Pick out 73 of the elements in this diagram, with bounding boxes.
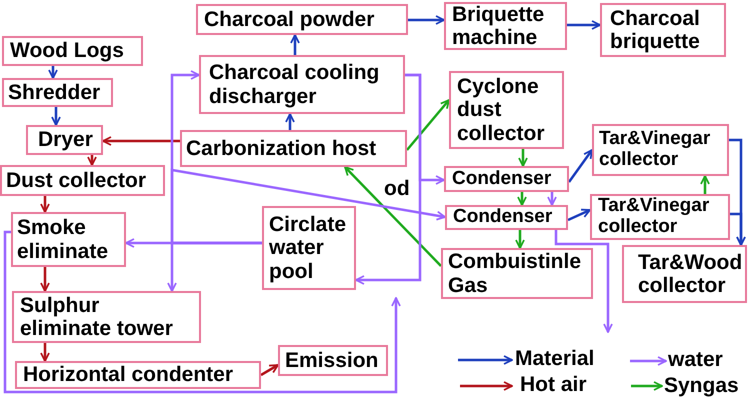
box-label: Briquette machine <box>452 2 546 50</box>
box-label: Dust collector <box>6 168 146 192</box>
process-box <box>2 78 113 107</box>
flow-arrow <box>51 107 61 126</box>
flow-arrow <box>48 66 58 79</box>
legend-label: Syngas <box>664 374 739 398</box>
box-label: Charcoal briquette <box>610 6 701 54</box>
box-label: Tar&Vinegar collector <box>598 196 710 238</box>
legend-label: Material <box>515 347 594 370</box>
flow-arrow <box>515 230 525 249</box>
process-box <box>445 205 568 230</box>
flow-arrow <box>408 15 445 25</box>
flow-arrow <box>40 267 50 292</box>
box-label: Wood Logs <box>10 39 124 63</box>
box-label: Carbonization host <box>186 136 376 160</box>
process-box <box>444 2 567 50</box>
process-box <box>449 71 564 149</box>
flow-arrow <box>568 149 594 183</box>
box-label: Condenser <box>453 207 552 228</box>
flow-arrow <box>344 166 442 267</box>
process-box <box>12 291 201 343</box>
process-box <box>15 361 261 389</box>
flow-arrow <box>518 149 528 167</box>
box-label: Sulphur eliminate tower <box>20 294 174 340</box>
box-label: Circlate water pool <box>269 213 348 283</box>
box-label: Shredder <box>8 80 100 104</box>
flow-arrow <box>4 230 401 394</box>
flow-arrow <box>554 230 613 333</box>
process-box <box>11 212 126 267</box>
flow-arrow <box>567 208 591 222</box>
flow-arrow <box>290 34 300 55</box>
process-box <box>622 245 747 303</box>
flow-arrow <box>517 192 527 206</box>
box-label: Cyclone dust collector <box>457 75 546 145</box>
process-box <box>199 55 405 114</box>
box-label: Horizontal condenter <box>23 363 234 387</box>
box-label: Tar&Wood collector <box>638 250 742 298</box>
box-label: Smoke eliminate <box>17 216 110 263</box>
box-label: Charcoal cooling discharger <box>209 61 380 108</box>
flow-arrow <box>102 136 180 146</box>
box-label: Condenser <box>452 168 552 190</box>
flow-arrow <box>87 155 97 166</box>
legend-label: Hot air <box>520 373 587 396</box>
flow-arrow <box>547 192 557 206</box>
flow-arrow <box>700 175 710 194</box>
process-box <box>26 125 103 155</box>
legend-label: water <box>668 348 723 372</box>
box-label: Charcoal powder <box>204 8 374 32</box>
box-label: Emission <box>285 348 378 372</box>
flow-arrow <box>406 99 450 151</box>
flow-arrow <box>170 168 446 244</box>
process-box <box>196 4 408 35</box>
process-box <box>278 345 388 376</box>
process-box <box>592 124 729 176</box>
flow-arrow <box>405 74 445 185</box>
flow-arrow <box>40 196 50 213</box>
flow-arrow <box>567 20 601 30</box>
process-box <box>0 165 165 196</box>
process-box <box>444 166 569 192</box>
process-box <box>180 130 407 167</box>
process-box <box>441 248 593 299</box>
flow-arrow <box>730 212 746 246</box>
box-label: Dryer <box>38 128 93 152</box>
process-box <box>262 206 356 290</box>
flow-arrow <box>260 364 279 376</box>
process-box <box>590 194 730 240</box>
flow-arrow <box>40 343 50 362</box>
box-label: Tar&Vinegar collector <box>599 129 712 171</box>
box-label: Combuistinle Gas <box>448 250 582 297</box>
text-label: od <box>384 177 410 200</box>
process-box <box>2 36 143 66</box>
process-box <box>600 3 726 57</box>
flow-arrow <box>285 113 295 130</box>
